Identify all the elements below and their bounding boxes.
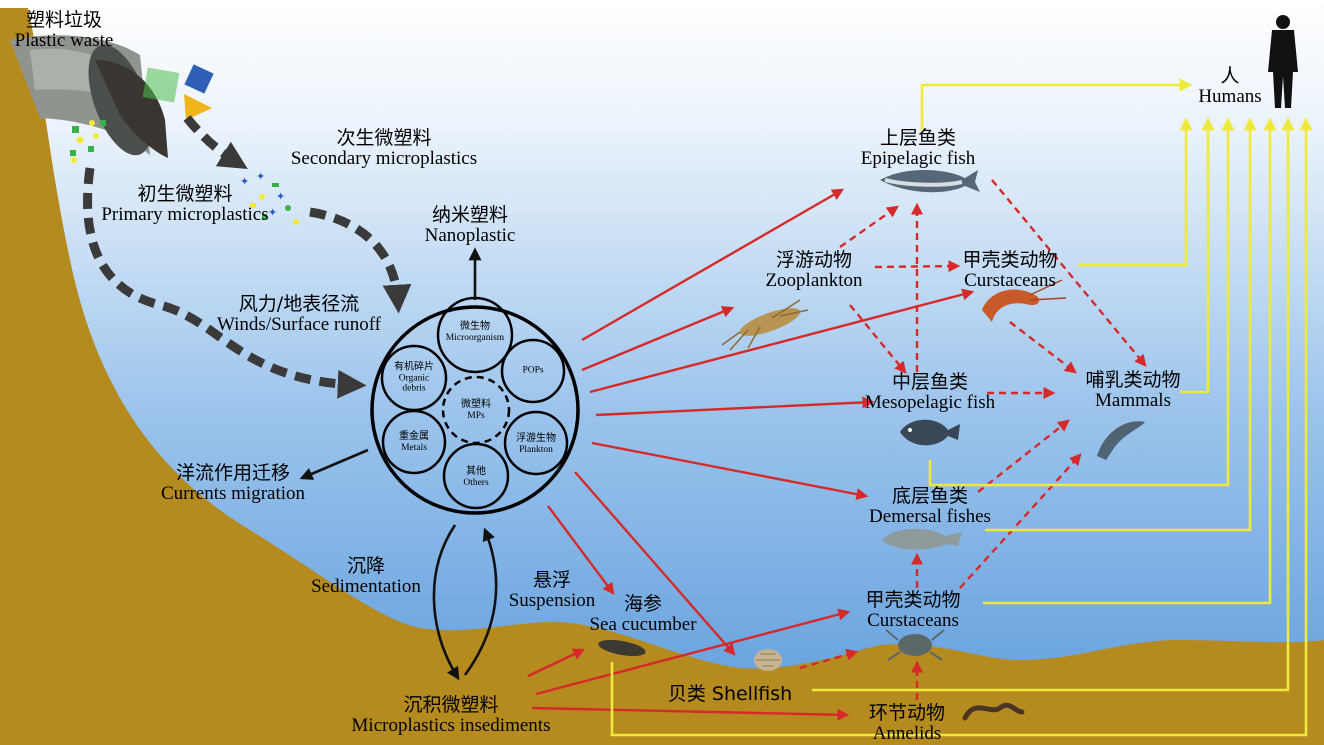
- drain-pipe-icon: [10, 35, 168, 158]
- human-silhouette-icon: [1268, 15, 1298, 108]
- transport-arrows: [83, 115, 412, 399]
- microplastic-fragments-icon: ✦ ✦ ✦ ✦: [240, 171, 299, 225]
- hub-pops: POPs: [522, 365, 544, 376]
- zooplankton-icon: [721, 299, 809, 351]
- svg-text:✦: ✦: [256, 171, 265, 183]
- svg-text:✦: ✦: [268, 207, 277, 219]
- shellfish-icon: [754, 649, 782, 671]
- plastic-debris-icon: [70, 64, 214, 163]
- svg-text:✦: ✦: [240, 176, 249, 188]
- mesopelagic-fish-icon: [900, 419, 960, 446]
- microplastic-hub: [370, 296, 580, 515]
- red-dashed-arrows: [799, 179, 1147, 700]
- yellow-human-arrows: [610, 78, 1313, 737]
- sea-cucumber-icon: [598, 639, 646, 657]
- shrimp-icon: [982, 279, 1067, 322]
- svg-text:✦: ✦: [276, 191, 285, 203]
- black-arrows: [299, 247, 498, 681]
- worm-icon: [962, 702, 1025, 721]
- red-transfer-arrows: [527, 188, 975, 721]
- shellfish-label: 贝类 Shellfish: [667, 683, 793, 705]
- crab-icon: [885, 629, 945, 661]
- epipelagic-fish-icon: [880, 170, 980, 193]
- dolphin-icon: [1097, 421, 1145, 460]
- demersal-fish-icon: [882, 528, 962, 550]
- coastline-land: [0, 8, 1324, 745]
